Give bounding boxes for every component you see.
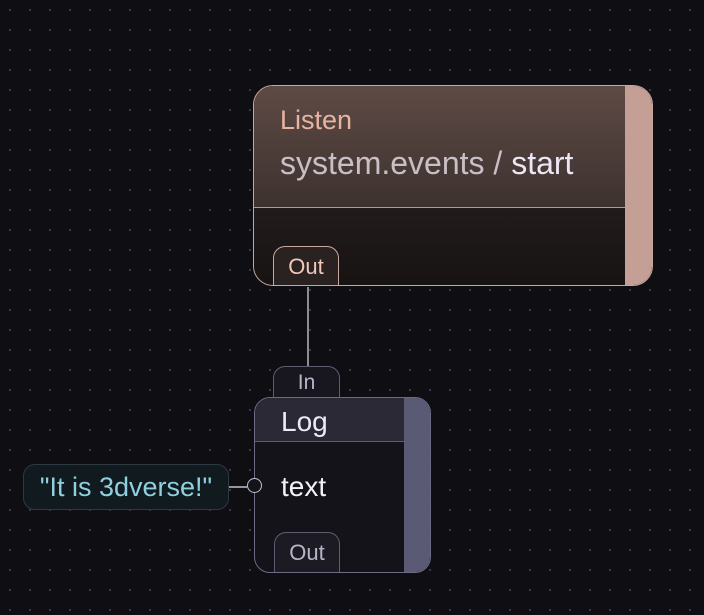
listen-node-header[interactable]: Listen system.events / start	[254, 86, 626, 208]
log-out-port[interactable]: Out	[274, 532, 340, 572]
log-node[interactable]: Log text Out	[254, 397, 431, 573]
log-node-header[interactable]: Log	[255, 398, 404, 442]
log-node-title: Log	[281, 406, 328, 437]
log-in-port[interactable]: In	[273, 366, 340, 400]
listen-node-kind-label: Listen	[280, 105, 353, 135]
event-namespace: system.events	[280, 145, 485, 181]
log-node-side-bar	[404, 398, 430, 572]
event-path-separator: /	[493, 145, 503, 181]
listen-node[interactable]: Listen system.events / start Out	[253, 85, 653, 286]
listen-out-port[interactable]: Out	[273, 246, 339, 285]
listen-node-side-bar	[625, 86, 652, 285]
log-text-input-pin[interactable]	[247, 478, 262, 493]
log-text-field-label: text	[281, 471, 327, 502]
text-literal-input[interactable]: "It is 3dverse!"	[23, 464, 229, 510]
listen-node-event-path: system.events / start	[280, 145, 573, 182]
event-name: start	[511, 145, 574, 181]
